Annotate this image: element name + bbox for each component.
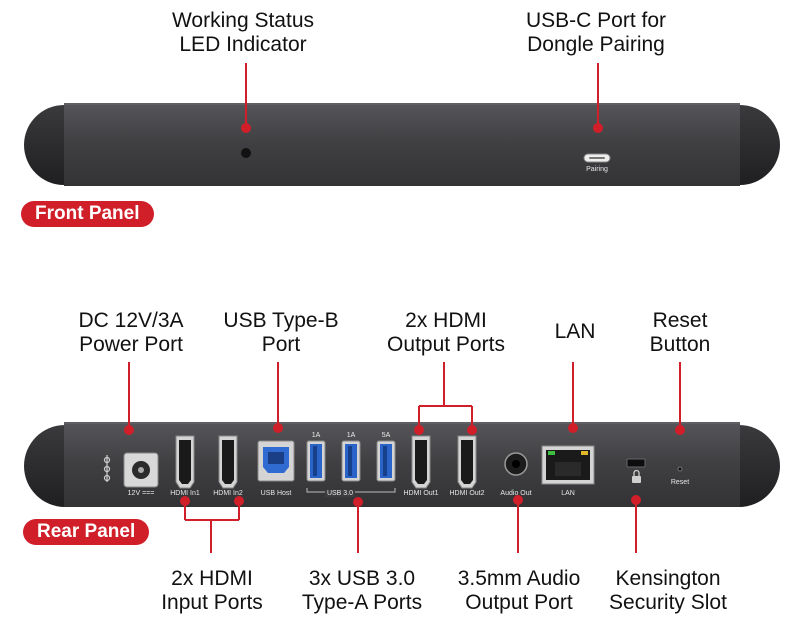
hdmi-in1-port (175, 435, 195, 489)
audio-output-label: 3.5mm Audio Output Port (457, 567, 581, 614)
rear-callout-lines (128, 362, 681, 553)
lan-port-text: LAN (561, 490, 575, 497)
audio-out-text: Audio Out (500, 490, 532, 497)
status-led (241, 148, 251, 158)
hdmi-in1-text: HDMI In1 (170, 490, 200, 497)
lock-icon (632, 469, 641, 483)
usb3-port-2 (341, 440, 361, 482)
hdmi-in2-port (218, 435, 238, 489)
amp-b-text: 1A (346, 432, 356, 439)
front-panel-tag: Front Panel (21, 201, 154, 227)
front-body (64, 103, 740, 186)
lan-port (541, 445, 595, 485)
polarity-icon (103, 455, 111, 482)
led-indicator-label: Working Status LED Indicator (171, 9, 315, 56)
usb30-text: USB 3.0 (324, 490, 356, 497)
rear-callout-dots (124, 423, 685, 507)
hdmi-out2-port (457, 435, 477, 489)
audio-out-port (504, 452, 528, 476)
usb-type-b-label: USB Type-B Port (223, 309, 339, 356)
usbc-port-label: USB-C Port for Dongle Pairing (525, 9, 667, 56)
amp-c-text: 5A (381, 432, 391, 439)
hdmi-in2-text: HDMI In2 (213, 490, 243, 497)
usb3-label: 3x USB 3.0 Type-A Ports (301, 567, 423, 614)
usb-type-b-port (257, 440, 295, 482)
rear-panel-tag: Rear Panel (23, 519, 150, 545)
usbc-callout-dot (593, 123, 603, 133)
hdmi-output-label: 2x HDMI Output Ports (387, 309, 505, 356)
front-device (24, 103, 780, 186)
hdmi-input-label: 2x HDMI Input Ports (161, 567, 263, 614)
reset-button (677, 466, 683, 472)
hdmi-out1-port (411, 435, 431, 489)
dc-power-label: DC 12V/3A Power Port (78, 309, 184, 356)
hdmi-out1-text: HDMI Out1 (403, 490, 439, 497)
kensington-slot (626, 458, 646, 468)
hdmi-out2-text: HDMI Out2 (449, 490, 485, 497)
usb-host-text: USB Host (260, 490, 292, 497)
rear-device (24, 422, 780, 507)
v12-text: 12V === (127, 490, 155, 497)
usb3-port-3 (376, 440, 396, 482)
reset-label: Reset Button (649, 309, 711, 356)
led-callout-dot (241, 123, 251, 133)
lan-label: LAN (554, 320, 596, 343)
amp-a-text: 1A (311, 432, 321, 439)
pairing-text: Pairing (586, 166, 608, 173)
kensington-label: Kensington Security Slot (609, 567, 727, 614)
reset-port-text: Reset (670, 479, 690, 486)
usb3-port-1 (306, 440, 326, 482)
